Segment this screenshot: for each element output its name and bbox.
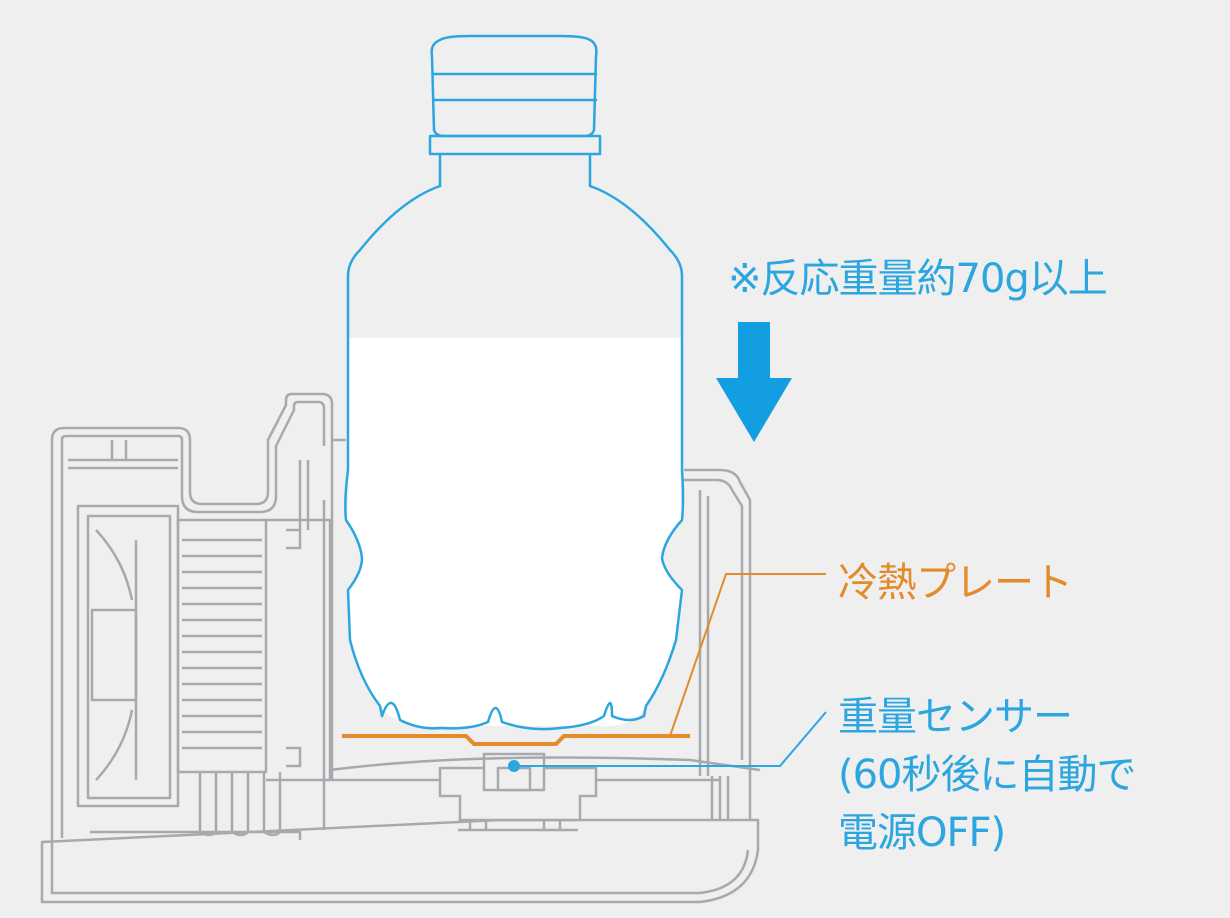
- bottle-cap: [430, 34, 598, 138]
- water-fill: [346, 338, 682, 726]
- weight-sensor-line3: 電源OFF): [838, 810, 1006, 856]
- device-base: [40, 818, 760, 904]
- right-housing: [684, 468, 752, 820]
- cooling-plate-label: 冷熱プレート: [838, 560, 1073, 606]
- sensor-leader-line: [514, 711, 827, 767]
- left-housing: [50, 392, 346, 842]
- heatsink: [176, 518, 282, 837]
- down-arrow: [716, 322, 792, 442]
- weight-sensor-line2: (60秒後に自動で: [838, 752, 1137, 798]
- pet-bottle: [344, 34, 685, 731]
- weight-sensor-label: 重量センサー (60秒後に自動で 電源OFF): [838, 688, 1137, 862]
- device-body: [40, 392, 761, 904]
- weight-sensor-line1: 重量センサー: [838, 694, 1073, 740]
- cooling-plate: [342, 734, 690, 746]
- sensor-point: [508, 760, 520, 772]
- weight-threshold-note: ※反応重量約70g以上: [728, 256, 1108, 302]
- plate-leader-line: [669, 573, 826, 737]
- sensor-housing: [438, 752, 598, 832]
